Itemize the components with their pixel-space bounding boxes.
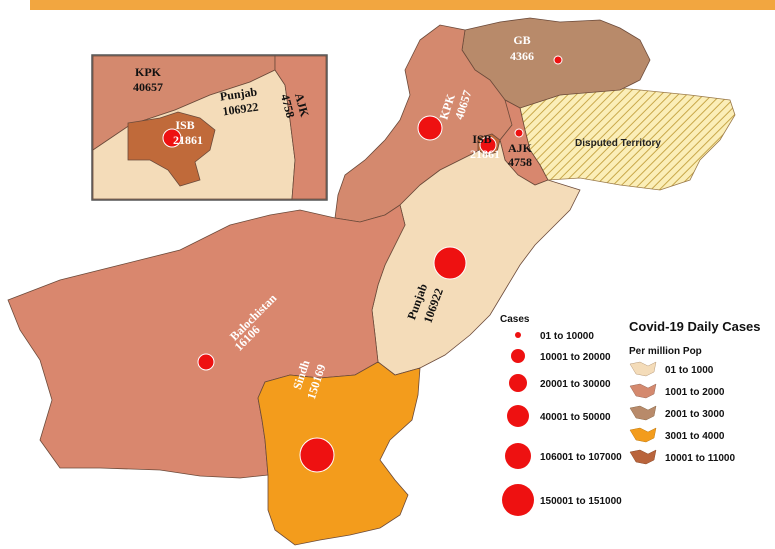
inset-isb-area xyxy=(127,111,216,187)
cases-symbol-4 xyxy=(507,405,529,427)
inset-punjab-value: 106922 xyxy=(222,100,260,119)
punjab-marker xyxy=(433,246,467,280)
inset-ajk-name: AJK xyxy=(292,92,312,119)
balochistan-marker xyxy=(197,353,215,371)
inset-isb-marker xyxy=(162,128,182,148)
cases-symbol-5 xyxy=(505,443,531,469)
population-legend-label-4: 3001 to 4000 xyxy=(665,431,725,442)
gb-marker xyxy=(553,55,563,65)
cases-legend-title: Cases xyxy=(500,314,530,325)
kpk-marker xyxy=(417,115,443,141)
inset-map: KPK 40657 Punjab 106922 AJK 4758 ISB 218… xyxy=(91,54,328,201)
population-swatch-5 xyxy=(629,449,657,465)
population-legend: Covid-19 Daily Cases Per million Pop 01 … xyxy=(629,319,761,465)
sindh-marker xyxy=(299,437,335,473)
inset-kpk-value: 40657 xyxy=(133,80,163,94)
population-legend-label-1: 01 to 1000 xyxy=(665,365,714,376)
cases-legend-label-5: 106001 to 107000 xyxy=(540,452,622,463)
cases-symbol-1 xyxy=(515,332,521,338)
inset-isb-value: 21861 xyxy=(173,133,203,147)
main-map: GB 4366 KPK 40657 ISB 21861 AJK 4758 Dis… xyxy=(7,17,736,546)
covid-legend-title: Covid-19 Daily Cases xyxy=(629,319,761,334)
cases-legend-label-4: 40001 to 50000 xyxy=(540,412,611,423)
isb-marker xyxy=(479,136,497,154)
population-swatch-4 xyxy=(629,427,657,443)
cases-legend: Cases 01 to 10000 10001 to 20000 20001 t… xyxy=(500,314,622,516)
isb-value: 21861 xyxy=(470,147,500,161)
isb-name: ISB xyxy=(472,132,491,146)
sindh-area xyxy=(257,361,421,546)
inset-ajk-value: 4758 xyxy=(278,93,298,120)
cases-legend-label-2: 10001 to 20000 xyxy=(540,352,611,363)
population-legend-label-2: 1001 to 2000 xyxy=(665,387,725,398)
population-legend-label-3: 2001 to 3000 xyxy=(665,409,725,420)
cases-legend-label-3: 20001 to 30000 xyxy=(540,379,611,390)
cases-legend-label-1: 01 to 10000 xyxy=(540,331,594,342)
inset-ajk-area xyxy=(274,55,327,200)
population-swatch-3 xyxy=(629,405,657,421)
cases-legend-label-6: 150001 to 151000 xyxy=(540,496,622,507)
disputed-territory-label: Disputed Territory xyxy=(575,138,661,149)
population-swatch-2 xyxy=(629,383,657,399)
ajk-marker xyxy=(514,128,524,138)
population-legend-subtitle: Per million Pop xyxy=(629,346,702,357)
cases-symbol-3 xyxy=(509,374,527,392)
ajk-name: AJK xyxy=(508,141,533,155)
inset-isb-name: ISB xyxy=(175,118,194,132)
inset-punjab-name: Punjab xyxy=(219,84,258,103)
top-banner xyxy=(30,0,775,10)
gb-name: GB xyxy=(513,33,530,47)
population-legend-label-5: 10001 to 11000 xyxy=(665,453,735,464)
gb-value: 4366 xyxy=(510,49,534,63)
cases-symbol-2 xyxy=(511,349,525,363)
inset-kpk-name: KPK xyxy=(135,65,162,79)
ajk-value: 4758 xyxy=(508,155,532,169)
cases-symbol-6 xyxy=(502,484,534,516)
population-swatch-1 xyxy=(629,361,657,377)
